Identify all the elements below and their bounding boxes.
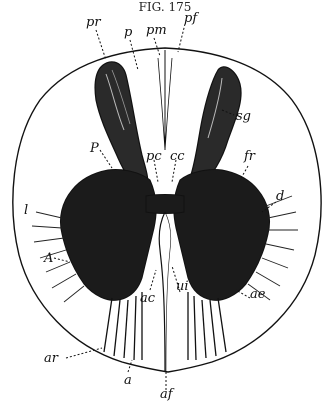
label-pr: pr <box>86 15 101 30</box>
label-ar: ar <box>44 351 59 366</box>
label-ae: ae <box>250 287 266 302</box>
label-fr: fr <box>243 149 256 164</box>
label-pm: pm <box>146 23 167 38</box>
label-af: af <box>160 387 175 402</box>
label-ui: ui <box>176 279 189 294</box>
label-cc: cc <box>170 149 185 164</box>
label-p-left: P <box>89 141 99 156</box>
label-sg: sg <box>236 109 251 124</box>
label-pf: pf <box>184 11 199 26</box>
label-ac-left: ac <box>140 291 156 306</box>
label-p-top: p <box>124 25 133 40</box>
label-a: a <box>124 373 132 388</box>
label-l: l <box>24 203 28 218</box>
label-A: A <box>43 251 53 266</box>
label-d: d <box>276 189 284 204</box>
grey-commissure <box>146 195 184 214</box>
label-pc: pc <box>146 149 162 164</box>
